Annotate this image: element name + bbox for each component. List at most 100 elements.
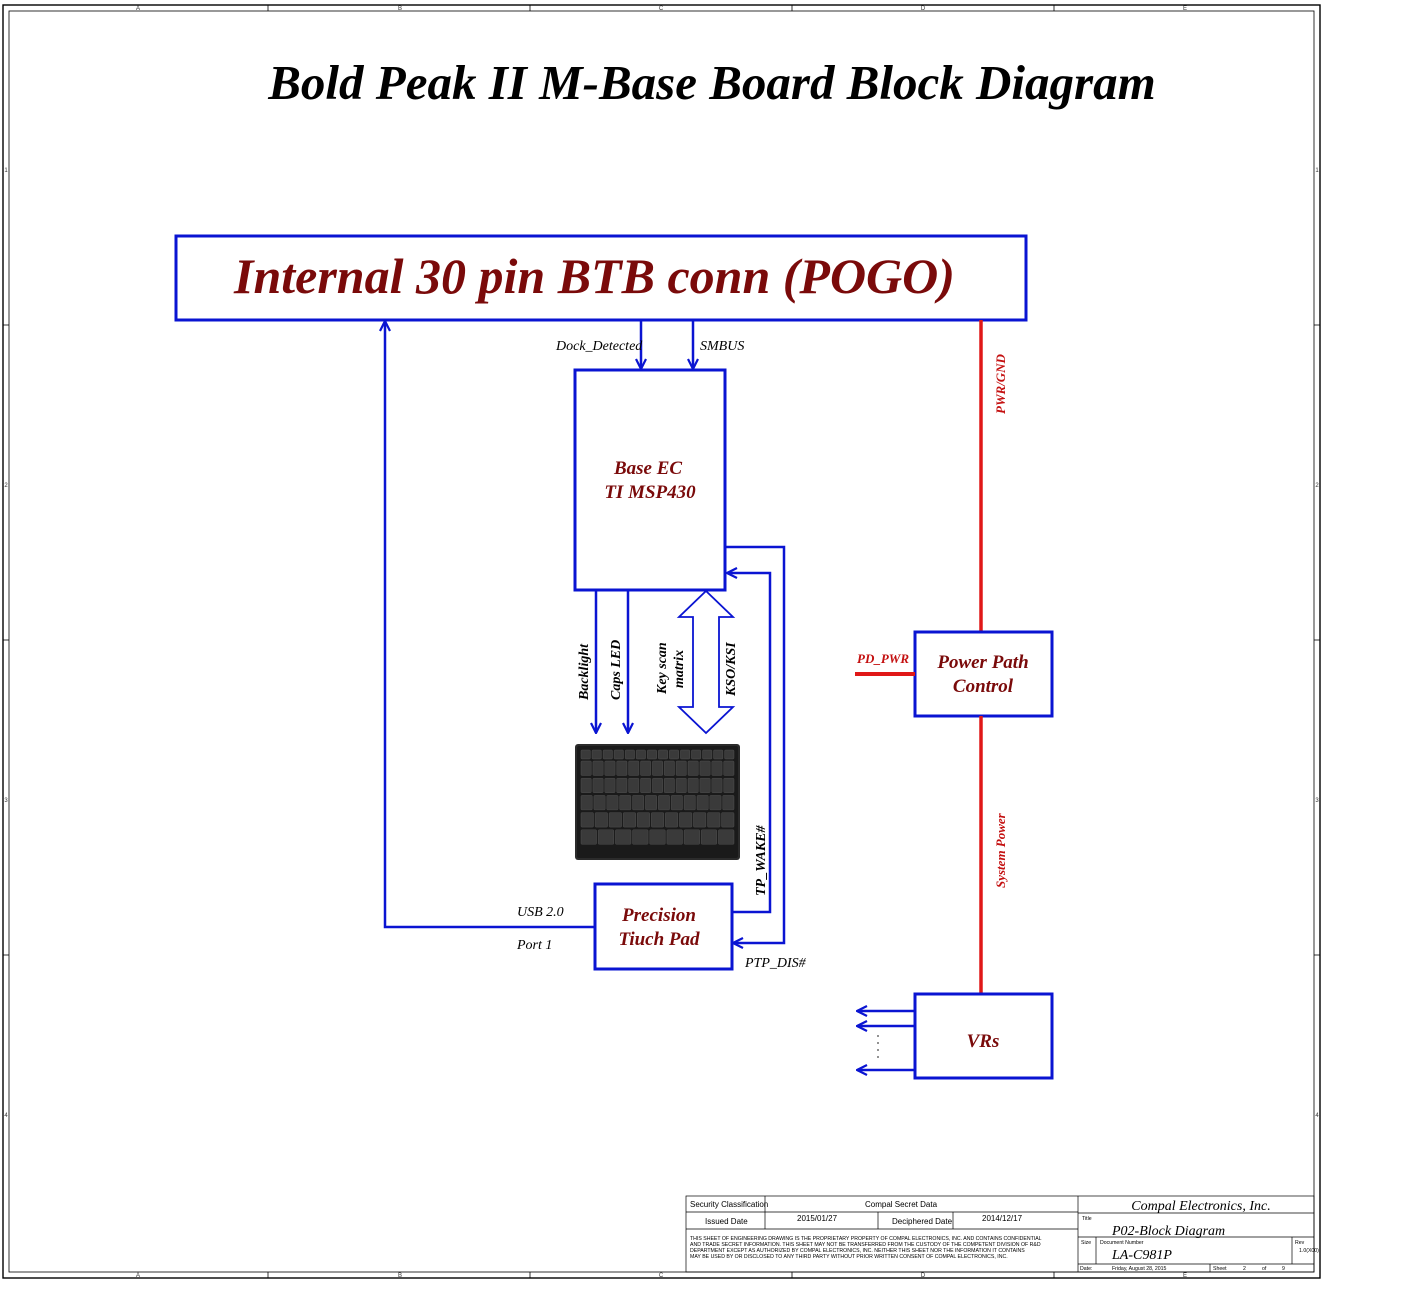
- keycap: [658, 795, 670, 811]
- zone-col-a: A: [136, 6, 140, 12]
- keycap: [640, 760, 652, 776]
- sheet-border: [2, 4, 1321, 1279]
- zone-row-1: 1: [4, 168, 8, 174]
- smbus-label: SMBUS: [700, 339, 744, 354]
- notice-line-2: AND TRADE SECRET INFORMATION. THIS SHEET…: [690, 1242, 1041, 1248]
- keycap: [580, 812, 594, 828]
- keycap: [652, 760, 663, 776]
- doc-number-value: LA-C981P: [1111, 1248, 1172, 1263]
- issued-date-value: 2015/01/27: [797, 1214, 838, 1223]
- pd-pwr-label: PD_PWR: [857, 651, 909, 666]
- keycap: [711, 778, 723, 793]
- zone-col-e: E: [1183, 6, 1187, 12]
- keycap: [598, 829, 615, 845]
- company-name: Compal Electronics, Inc.: [1131, 1199, 1270, 1214]
- keycap: [645, 795, 657, 811]
- dock-detected-label: Dock_Detected: [555, 339, 643, 354]
- keycap: [687, 760, 699, 776]
- keycap: [625, 749, 635, 760]
- base-ec-label-line1: Base EC: [613, 458, 682, 479]
- keycap: [613, 749, 624, 760]
- rev-label: Rev: [1295, 1240, 1305, 1246]
- date-label: Date:: [1080, 1266, 1092, 1272]
- btb-connector-block: [174, 234, 1028, 322]
- zone-row-3: 3: [4, 798, 8, 804]
- keycap: [693, 812, 707, 828]
- notice-line-1: THIS SHEET OF ENGINEERING DRAWING IS THE…: [690, 1236, 1042, 1242]
- keyboard-image: [575, 744, 740, 860]
- keycap: [637, 812, 650, 828]
- zone-row-1-right: 1: [1315, 168, 1319, 174]
- keycap: [699, 760, 711, 776]
- keycap: [580, 795, 593, 811]
- keycap: [658, 749, 668, 760]
- ptp-dis-label: PTP_DIS#: [744, 956, 807, 971]
- keycap: [666, 829, 683, 845]
- pwr-gnd-label: PWR/GND: [993, 353, 1008, 414]
- keycap: [615, 829, 632, 845]
- touchpad-label-line2: Tiuch Pad: [618, 929, 700, 950]
- zone-col-d-bottom: D: [921, 1273, 926, 1279]
- title-field-label: Title: [1082, 1216, 1092, 1222]
- tp-wake-label: TP_WAKE#: [754, 824, 769, 896]
- backlight-label: Backlight: [577, 643, 592, 701]
- keycap: [592, 778, 604, 793]
- keycap: [696, 795, 709, 811]
- sheet-number: 2: [1243, 1266, 1246, 1272]
- keycap: [721, 812, 735, 828]
- keycap: [628, 760, 640, 776]
- system-power-label: System Power: [993, 812, 1008, 888]
- keycap: [604, 778, 616, 793]
- title-field-value: P02-Block Diagram: [1111, 1224, 1225, 1239]
- base-ec-block: [573, 368, 727, 592]
- keycap: [707, 812, 721, 828]
- zone-row-4: 4: [4, 1113, 8, 1119]
- keycap: [580, 829, 597, 845]
- keycap: [671, 795, 683, 811]
- keycap: [718, 829, 735, 845]
- keycap: [640, 778, 652, 793]
- keycap: [665, 812, 678, 828]
- zone-row-2-right: 2: [1315, 483, 1319, 489]
- doc-number-label: Document Number: [1100, 1240, 1144, 1246]
- zone-col-c: C: [659, 6, 664, 12]
- keycap: [664, 760, 675, 776]
- issued-date-label: Issued Date: [705, 1217, 748, 1226]
- kso-ksi-label: KSO/KSI: [724, 642, 739, 697]
- keycap: [592, 760, 604, 776]
- touchpad-label-line1: Precision: [621, 905, 696, 926]
- keycap: [632, 795, 645, 811]
- zone-row-4-right: 4: [1315, 1113, 1319, 1119]
- keycap: [608, 812, 622, 828]
- ptp-dis-wire: [726, 545, 786, 943]
- keycap: [616, 778, 628, 793]
- zone-col-c-bottom: C: [659, 1273, 664, 1279]
- keycap: [632, 829, 649, 845]
- key-scan-label-line2: matrix: [672, 650, 687, 688]
- keycap: [709, 795, 722, 811]
- zone-col-e-bottom: E: [1183, 1273, 1187, 1279]
- keycap: [683, 829, 700, 845]
- sheet-of-label: of: [1262, 1266, 1267, 1272]
- size-field-label: Size: [1081, 1240, 1091, 1246]
- keycap: [702, 749, 713, 760]
- keycap: [580, 760, 592, 776]
- notice-line-3: DEPARTMENT EXCEPT AS AUTHORIZED BY COMPA…: [690, 1248, 1025, 1254]
- keycap: [664, 778, 675, 793]
- keycap: [683, 795, 696, 811]
- keycap: [723, 760, 735, 776]
- zone-col-d: D: [921, 6, 926, 12]
- keycap: [647, 749, 657, 760]
- security-classification-label: Security Classification: [690, 1200, 768, 1209]
- notice-line-4: MAY BE USED BY OR DISCLOSED TO ANY THIRD…: [690, 1254, 1008, 1260]
- keycap: [628, 778, 640, 793]
- keycap: [636, 749, 646, 760]
- key-scan-label-line1: Key scan: [655, 642, 670, 695]
- deciphered-date-label: Deciphered Date: [892, 1217, 953, 1226]
- keycap: [594, 812, 608, 828]
- keycap: [616, 760, 628, 776]
- base-ec-label-line2: TI MSP430: [604, 482, 696, 503]
- zone-col-b-bottom: B: [398, 1273, 402, 1279]
- sheet-label: Sheet: [1213, 1266, 1227, 1272]
- keycap: [675, 778, 687, 793]
